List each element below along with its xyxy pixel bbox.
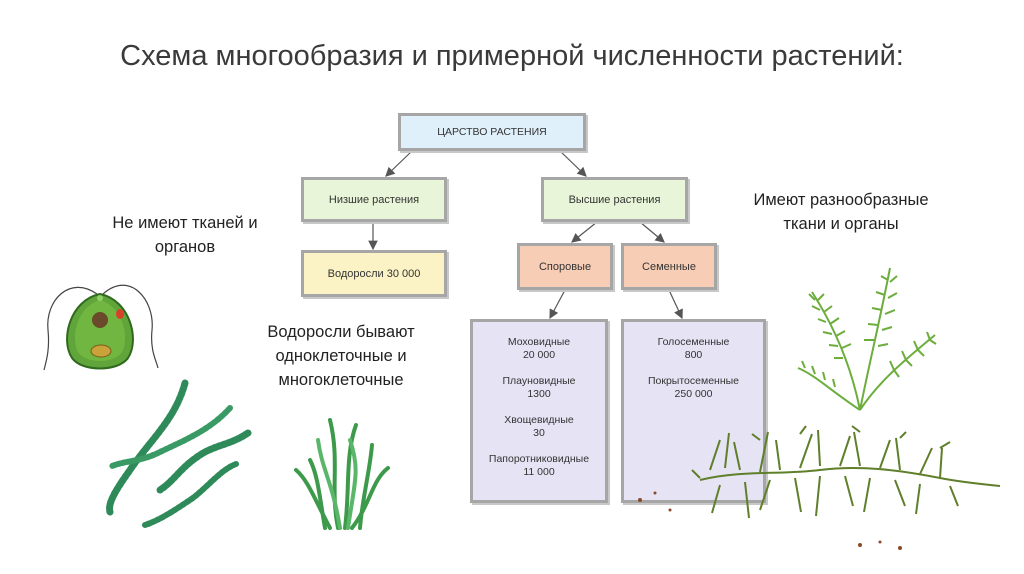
- moss-icon: [692, 426, 1000, 518]
- seaweed-icon: [296, 420, 388, 528]
- filament-algae-icon: [110, 383, 248, 525]
- soil-bits: [638, 492, 902, 551]
- chlamydomonas-icon: [44, 285, 158, 370]
- fern-icon: [798, 268, 936, 410]
